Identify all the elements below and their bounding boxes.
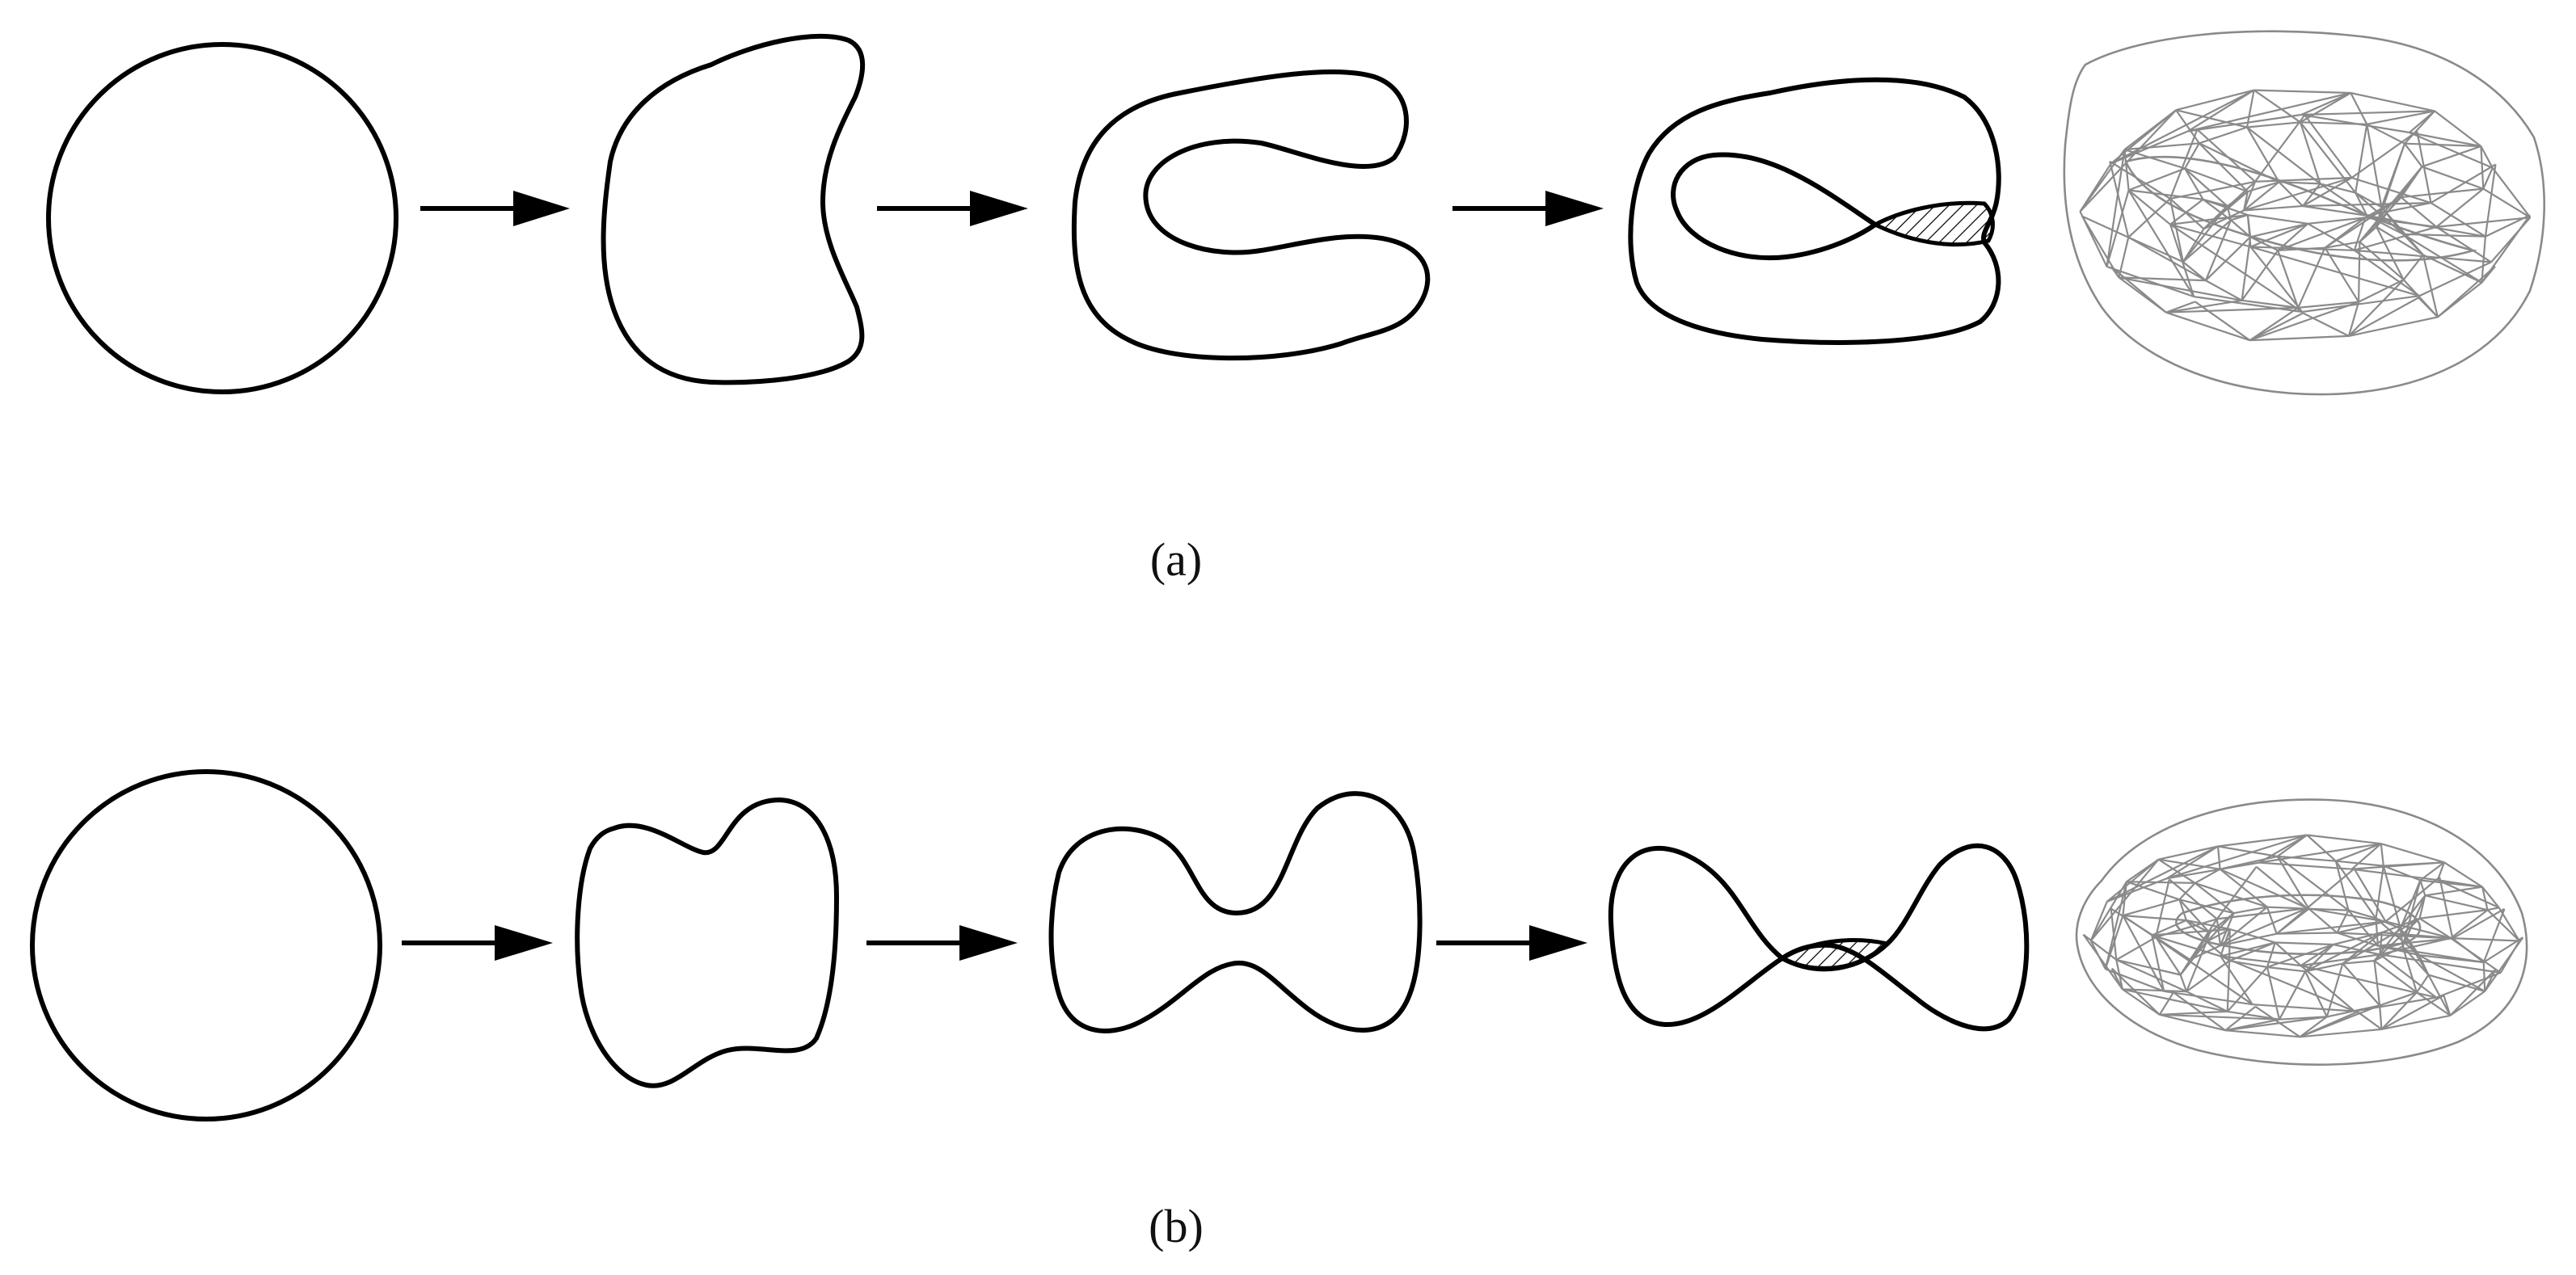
row-a: (a) [46,30,2545,586]
pinched-figure-eight-shape [1608,843,2030,1032]
torus-mesh-image [2075,798,2528,1066]
sphere-shape [30,769,382,1121]
self-intersecting-loop-shape [1628,77,2001,345]
caption-b: (b) [1149,1200,1204,1252]
c-shape [1071,69,1431,361]
sphere-shape [46,42,398,394]
lumpy-blob-shape [575,797,839,1088]
torus-mesh-image [2063,30,2545,396]
arrow-right-icon [420,191,570,226]
dumbbell-shape [1048,791,1423,1033]
arrow-right-icon [1436,925,1587,961]
arrow-right-icon [402,925,553,961]
arrow-right-icon [1452,191,1604,226]
caption-a: (a) [1150,533,1202,586]
arrow-right-icon [877,191,1028,226]
kidney-shape [601,33,866,385]
row-b: (b) [30,769,2528,1252]
arrow-right-icon [866,925,1018,961]
